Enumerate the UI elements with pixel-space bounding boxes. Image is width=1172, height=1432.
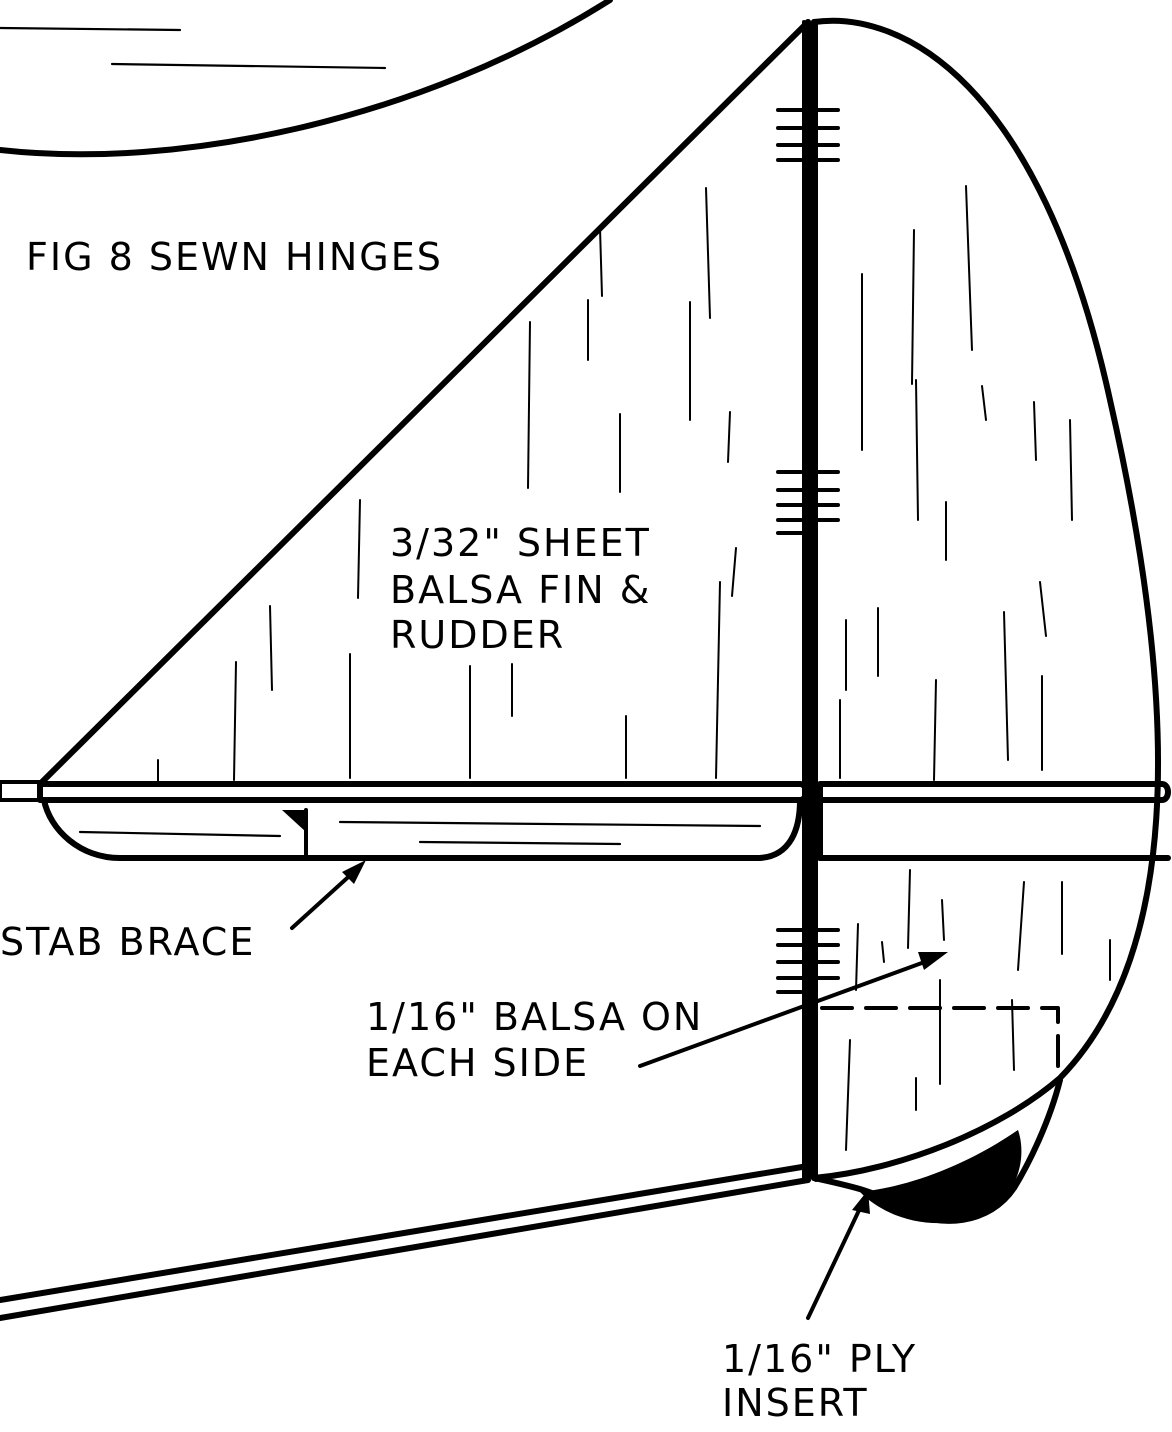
stabilizer: [0, 780, 1171, 861]
rudder-grain: [839, 185, 1111, 1151]
fin-label-line2: BALSA FIN &: [390, 568, 651, 612]
fin-label-line3: RUDDER: [390, 613, 565, 657]
ply-insert-outline: [820, 1006, 1060, 1078]
stab-brace-label: STAB BRACE: [0, 920, 255, 964]
sewn-hinge-middle: [776, 470, 840, 535]
ply-label-line2: INSERT: [722, 1381, 869, 1425]
balsa-arrow: [638, 952, 948, 1068]
fuselage-bottom: [0, 1163, 811, 1321]
balsa-label-line1: 1/16" BALSA ON: [366, 995, 703, 1039]
fuselage-top-curve: [0, 0, 613, 158]
balsa-label-line2: EACH SIDE: [366, 1041, 589, 1085]
sewn-hinge-top: [776, 108, 840, 162]
sewn-hinge-bottom: [776, 928, 840, 994]
hinge-line: [802, 20, 818, 1182]
ply-label-line1: 1/16" PLY: [722, 1337, 917, 1381]
figure-title: FIG 8 SEWN HINGES: [26, 235, 443, 279]
fin-outline: [37, 19, 811, 1181]
fin-grain: [157, 187, 737, 787]
stab-brace-arrow: [290, 860, 366, 930]
fin-label-line1: 3/32" SHEET: [390, 521, 651, 565]
ply-insert-arrow: [806, 1190, 870, 1320]
rudder-outline: [811, 17, 1162, 1181]
